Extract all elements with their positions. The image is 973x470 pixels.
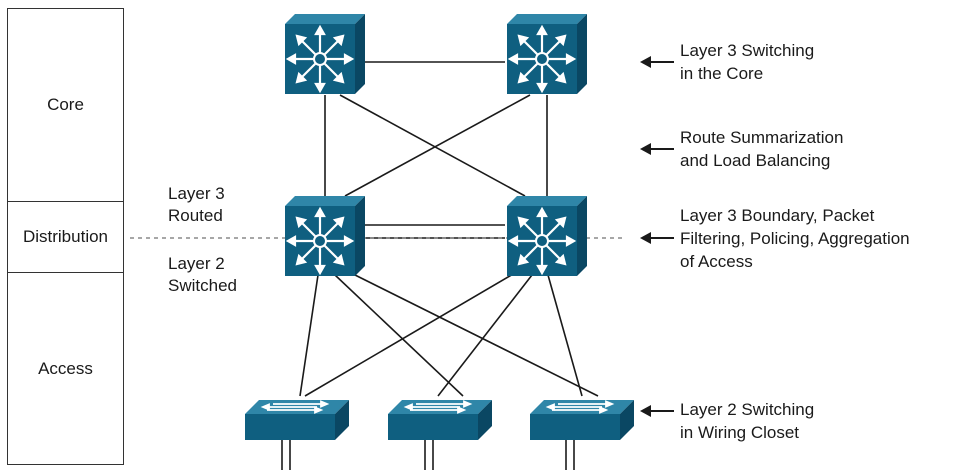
tier-access-label: Access — [38, 358, 93, 378]
link-core2-dist1 — [344, 94, 531, 197]
arrow-left-icon — [640, 143, 674, 155]
links — [299, 61, 599, 397]
layer2-switched-label: Layer 2 Switched — [168, 254, 237, 295]
link-dist2-acc1 — [304, 269, 521, 397]
layer3-routed-label: Layer 3 Routed — [168, 184, 225, 225]
arrow-left-icon — [640, 405, 674, 417]
link-dist2-acc2 — [437, 274, 533, 397]
link-dist1-acc1 — [299, 274, 319, 397]
distribution-switch-2 — [505, 194, 589, 278]
distribution-switch-1 — [283, 194, 367, 278]
access-switch-3 — [529, 399, 635, 441]
annotation-access: Layer 2 Switching in Wiring Closet — [680, 400, 815, 442]
tier-distribution: Distribution — [7, 201, 124, 273]
core-switch-2 — [505, 12, 589, 96]
tier-core: Core — [7, 8, 124, 202]
arrow-left-icon — [640, 232, 674, 244]
access-drops — [281, 440, 575, 470]
access-switch-1 — [244, 399, 350, 441]
core-switch-1 — [283, 12, 367, 96]
link-dist1-acc2 — [334, 274, 464, 397]
annotation-boundary: Layer 3 Boundary, Packet Filtering, Poli… — [680, 206, 910, 271]
access-switch-2 — [387, 399, 493, 441]
tier-core-label: Core — [47, 95, 84, 114]
arrow-left-icon — [640, 56, 674, 68]
link-dist2-acc3 — [547, 274, 583, 397]
link-dist1-acc3 — [344, 269, 599, 397]
annotation-core: Layer 3 Switching in the Core — [680, 41, 815, 83]
link-core1-dist2 — [339, 94, 526, 197]
tier-access: Access — [7, 272, 124, 465]
annotation-summarization: Route Summarization and Load Balancing — [680, 128, 844, 170]
tier-distribution-label: Distribution — [22, 227, 109, 246]
